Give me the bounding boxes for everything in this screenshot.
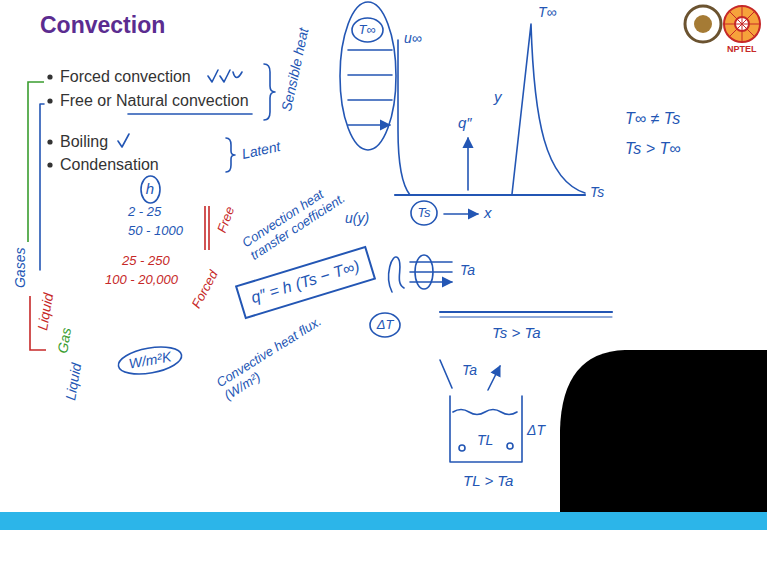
bubble (507, 443, 513, 449)
relation: Ts > T∞ (625, 140, 681, 158)
node-outline (411, 201, 437, 225)
symbol: Ts (590, 184, 604, 200)
container (450, 396, 522, 462)
note: Free (215, 205, 238, 235)
check-marks (208, 70, 242, 82)
relation: Ts > Ta (492, 324, 541, 341)
symbol: u∞ (404, 30, 422, 46)
circled-symbol: T∞ (351, 17, 384, 43)
node-text: q″ = h (Ts − T∞) (249, 257, 362, 307)
node-text: h (146, 180, 154, 197)
brace (264, 64, 275, 120)
relation: TL > Ta (463, 472, 513, 489)
flow-arrows (410, 262, 452, 282)
bullets (47, 74, 52, 167)
bullet (47, 98, 52, 103)
bullet (47, 74, 52, 79)
bullet-text: Free or Natural convection (60, 92, 249, 110)
symbol: Ta (462, 362, 477, 378)
temperature-profile (512, 24, 585, 194)
circled-symbol: h (140, 175, 161, 204)
bubble (459, 445, 465, 451)
note: Forced (189, 268, 221, 311)
profile-oval (340, 2, 396, 150)
symbol: Ta (460, 262, 475, 278)
nptel-logo (724, 6, 760, 42)
note: Gases (12, 248, 28, 288)
node-outline (116, 342, 183, 378)
logo-ring (724, 6, 760, 42)
node-text: Ts (417, 206, 430, 221)
bullet (47, 139, 52, 144)
logo-text: NPTEL (727, 44, 757, 54)
bracket-line (205, 206, 209, 250)
brace (226, 138, 235, 172)
institute-logo (685, 6, 721, 42)
note: Latent (240, 138, 281, 162)
symbol: ΔT (527, 422, 545, 438)
circled-symbol: ΔT (369, 312, 401, 338)
symbol: u(y) (345, 210, 369, 226)
green-ink (28, 82, 44, 242)
velocity-profile (398, 40, 410, 195)
video-overlay (560, 350, 767, 512)
red-ink (30, 206, 209, 350)
bracket-line (40, 104, 44, 270)
symbol: q″ (458, 114, 472, 131)
note: Sensible heat (278, 26, 311, 112)
logo-core (694, 15, 712, 33)
symbol: TL (477, 432, 493, 448)
node-outline (141, 176, 160, 203)
relation: T∞ ≠ Ts (625, 110, 680, 128)
node-outline (370, 313, 400, 337)
heat-flux-arrow (467, 138, 469, 190)
liquid-surface (453, 410, 517, 415)
underline (128, 113, 252, 115)
bracket-line (28, 82, 44, 242)
velocity-arrows (348, 50, 392, 125)
unit-oval: W/m²K (115, 341, 185, 379)
value-range: 100 - 20,000 (105, 273, 178, 288)
note: Convective heat flux. (W/m²) (214, 304, 349, 404)
node-text: T∞ (358, 23, 375, 38)
axis-label: x (484, 204, 492, 221)
logo-ring (685, 6, 721, 42)
air-arrows (440, 360, 500, 390)
symbol: T∞ (538, 4, 557, 20)
flow-symbol (389, 257, 404, 292)
bullet-text: Condensation (60, 156, 159, 174)
value-range: 50 - 1000 (128, 224, 183, 239)
note: Liquid (34, 292, 56, 332)
blue-ink (40, 2, 612, 462)
circled-symbol: Ts (410, 200, 438, 226)
footer-bar (0, 512, 767, 530)
plate (440, 311, 612, 313)
x-axis-arrow (444, 213, 478, 215)
bullet-text: Forced convection (60, 68, 191, 86)
value-range: 25 - 250 (122, 254, 170, 269)
node-text: ΔT (377, 318, 394, 333)
logo-spokes (724, 6, 760, 42)
axis-label: y (494, 88, 502, 105)
bullet (47, 162, 52, 167)
note: Gas (54, 326, 74, 354)
check-mark (118, 134, 129, 147)
note: Liquid (62, 362, 84, 402)
value-range: 2 - 25 (128, 205, 161, 220)
node-outline (352, 18, 383, 42)
slide-title: Convection (40, 12, 165, 38)
surface-line (395, 194, 585, 196)
plate (440, 317, 612, 318)
bullet-text: Boiling (60, 133, 108, 151)
